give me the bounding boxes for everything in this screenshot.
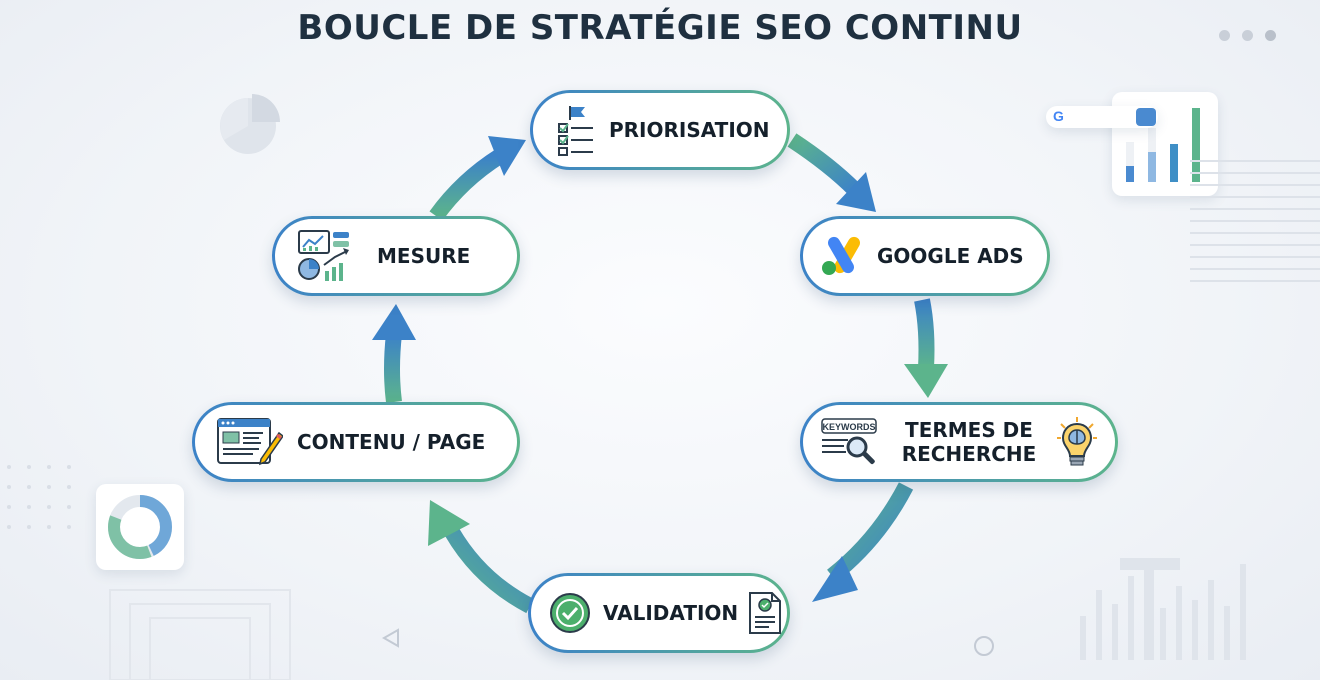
node-validation: VALIDATION [528, 573, 790, 653]
keyword-tag-text: KEYWORDS [822, 422, 875, 432]
node-label: VALIDATION [603, 601, 739, 625]
analytics-dashboard-icon [298, 230, 349, 281]
node-priorisation: PRIORISATION [530, 90, 790, 170]
page-title: BOUCLE DE STRATÉGIE SEO CONTINU [297, 8, 1023, 48]
node-contenu-page: CONTENU / PAGE [192, 402, 520, 482]
arrow-termes-to-validation [812, 482, 914, 602]
pie-chart-icon [220, 94, 280, 154]
arrow-mesure-to-prio [429, 136, 526, 221]
approved-document-icon [749, 592, 782, 634]
node-google-ads: GOOGLE ADS [800, 216, 1050, 296]
dot-icon [1242, 30, 1253, 41]
dot-icon [1265, 30, 1276, 41]
node-termes-de-recherche: KEYWORDS TERMES DE RECHERCHE [800, 402, 1118, 482]
dot-icon [1219, 30, 1230, 41]
dot-grid-decoration [1190, 160, 1320, 282]
node-mesure: MESURE [272, 216, 520, 296]
circle-outline-icon [974, 636, 994, 656]
dot-grid-decoration [7, 465, 71, 529]
bar-lines-decoration [1080, 558, 1246, 660]
node-label: TERMES DE [905, 418, 1033, 442]
google-g-icon: G [1053, 108, 1064, 124]
arrow-prio-to-gads [787, 133, 876, 212]
webpage-edit-icon [217, 418, 283, 466]
bar-chart-icon [1126, 108, 1200, 182]
node-label: CONTENU / PAGE [297, 430, 486, 454]
triangle-outline-icon [381, 628, 399, 648]
brain-lightbulb-icon [1057, 417, 1097, 466]
node-label: RECHERCHE [901, 442, 1037, 466]
checklist-flag-icon [558, 106, 593, 156]
check-circle-icon [550, 593, 590, 633]
square-frame-decoration [109, 589, 291, 680]
donut-chart-icon [108, 495, 172, 559]
node-label: MESURE [377, 244, 471, 268]
arrow-contenu-to-mesure [372, 304, 416, 403]
window-dots [1219, 30, 1276, 41]
node-label: GOOGLE ADS [877, 244, 1024, 268]
google-search-bar: G [1046, 106, 1158, 128]
search-icon [1136, 108, 1156, 126]
keywords-magnifier-icon: KEYWORDS [821, 418, 877, 465]
donut-chart-widget [96, 484, 184, 570]
node-label: PRIORISATION [609, 118, 770, 142]
arrow-gads-to-termes [904, 298, 948, 398]
arrow-validation-to-contenu [428, 500, 534, 614]
google-ads-logo-icon [822, 236, 860, 275]
